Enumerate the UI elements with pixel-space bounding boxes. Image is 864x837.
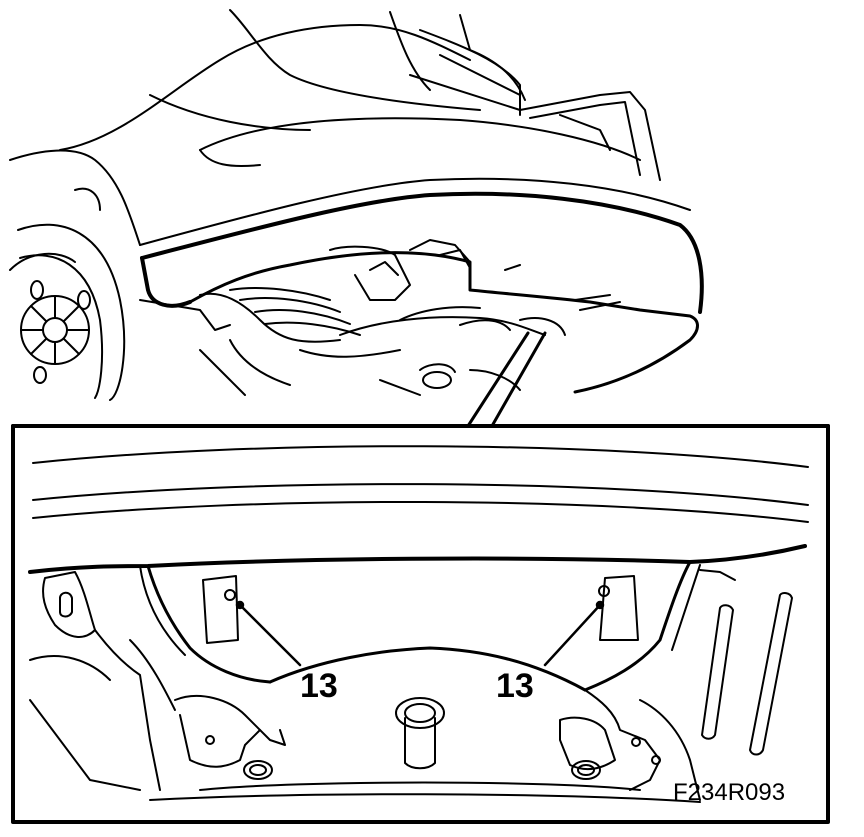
rear-wheel: [9, 223, 126, 401]
underbody: [199, 239, 621, 396]
car-body: [9, 9, 704, 394]
figure-id: F234R093: [673, 779, 785, 806]
car-overview: [9, 9, 704, 428]
right-bracket: [559, 560, 793, 801]
detail-frame: [11, 424, 830, 824]
callout-label-right: 13: [496, 667, 534, 705]
bumper-edges: [32, 445, 809, 523]
callout-leaders: [235, 600, 605, 667]
detail-view: 13 13 F234R093: [11, 424, 830, 824]
bumper-lower-edge: [28, 544, 807, 574]
callout-label-left: 13: [300, 667, 338, 705]
left-bracket: [29, 564, 286, 791]
centre-fastener: [149, 646, 701, 803]
leader-line: [466, 331, 547, 428]
